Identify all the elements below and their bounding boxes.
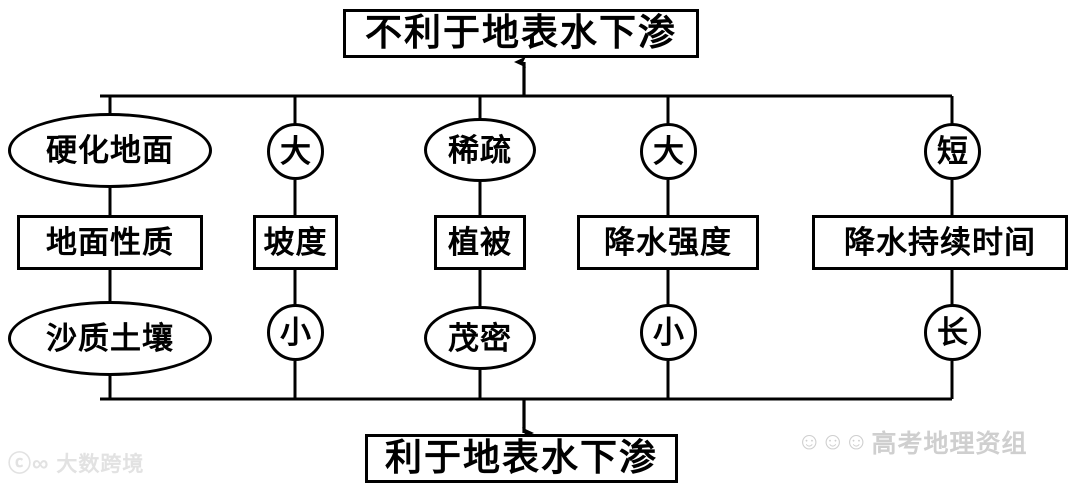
factor-box-col-4: 降水强度 [577,215,759,270]
value-bottom-col-5: 长 [924,304,981,361]
factor-box-col-5: 降水持续时间 [812,215,1068,270]
factor-box-col-1: 地面性质 [17,215,203,270]
value-top-col-2: 大 [267,123,324,180]
terminal-top-unfavorable: 不利于地表水下渗 [343,9,699,58]
factor-box-col-3: 植被 [434,215,526,270]
terminal-bottom-favorable: 利于地表水下渗 [365,434,678,483]
value-top-col-5: 短 [924,123,981,180]
value-top-col-3: 稀疏 [424,118,536,182]
factor-box-col-2: 坡度 [253,215,338,270]
value-top-col-4: 大 [640,123,697,180]
value-bottom-col-2: 小 [267,304,324,361]
value-bottom-col-1: 沙质土壤 [8,301,212,376]
value-top-col-1: 硬化地面 [8,113,212,188]
value-bottom-col-4: 小 [640,304,697,361]
value-bottom-col-3: 茂密 [424,306,536,370]
